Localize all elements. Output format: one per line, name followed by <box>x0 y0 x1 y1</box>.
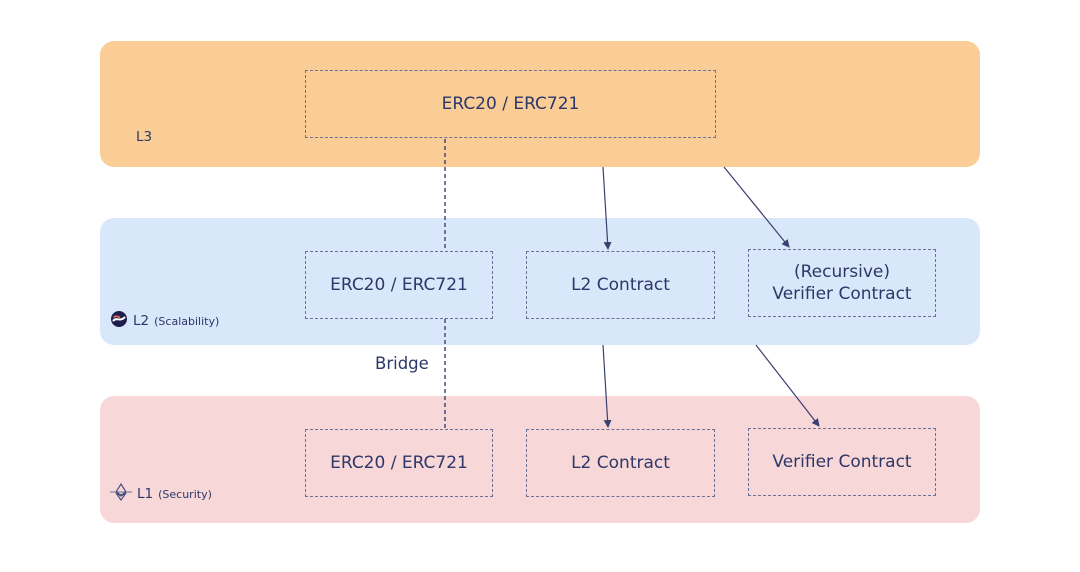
l1-layer-label: L1 (Security) <box>110 482 212 505</box>
l2-label-text: L2 <box>133 313 150 329</box>
l1-token-box: ERC20 / ERC721 <box>305 429 493 497</box>
l3-band <box>100 41 980 167</box>
l3-token-box: ERC20 / ERC721 <box>305 70 716 138</box>
l1-contract-box: L2 Contract <box>526 429 715 497</box>
l2-token-box: ERC20 / ERC721 <box>305 251 493 319</box>
bridge-label: Bridge <box>375 354 429 373</box>
l2-verifier-label-line2: Verifier Contract <box>772 284 912 304</box>
l1-label-text: L1 <box>137 486 154 502</box>
l1-verifier-box: Verifier Contract <box>748 428 936 496</box>
l2-sublabel-text: (Scalability) <box>154 314 220 328</box>
l1-verifier-label: Verifier Contract <box>772 452 912 472</box>
l1-sublabel-text: (Security) <box>158 487 212 501</box>
l3-layer-label: L3 <box>136 129 152 145</box>
l2-contract-box: L2 Contract <box>526 251 715 319</box>
l3-token-label: ERC20 / ERC721 <box>441 94 580 114</box>
l1-band <box>100 396 980 523</box>
l2-contract-label: L2 Contract <box>571 275 670 295</box>
l2-layer-label: L2 (Scalability) <box>110 310 219 332</box>
l3-label-text: L3 <box>136 129 153 145</box>
l1-token-label: ERC20 / ERC721 <box>330 453 468 473</box>
l2-token-label: ERC20 / ERC721 <box>330 275 468 295</box>
ethereum-logo-icon <box>110 482 132 505</box>
l1-contract-label: L2 Contract <box>571 453 670 473</box>
starknet-logo-icon <box>110 310 128 332</box>
l2-verifier-label-line1: (Recursive) <box>794 262 890 282</box>
l2-band <box>100 218 980 345</box>
l2-verifier-box: (Recursive) Verifier Contract <box>748 249 936 317</box>
